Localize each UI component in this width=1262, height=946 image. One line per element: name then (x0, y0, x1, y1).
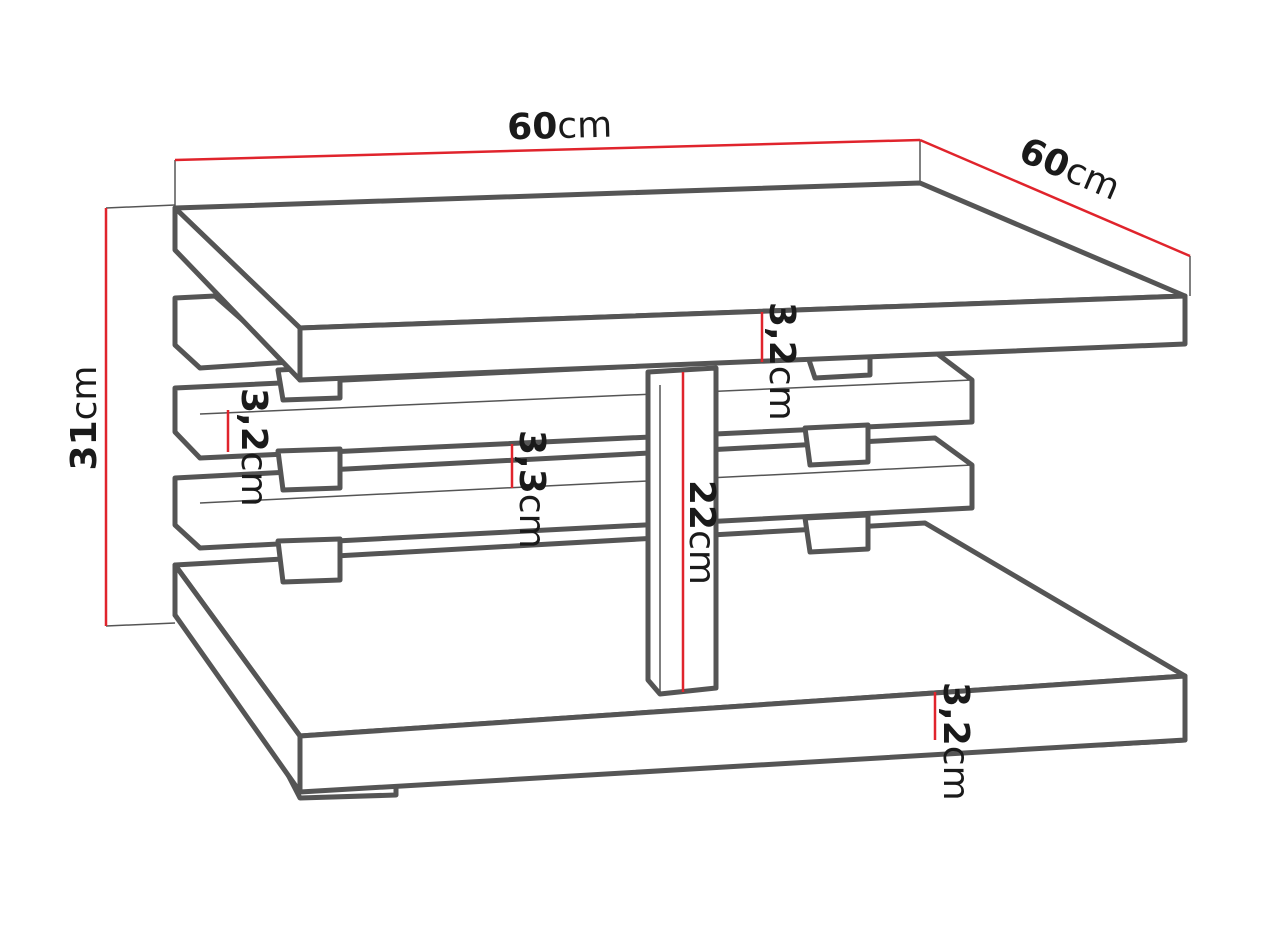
lower-shelf-face (172, 435, 975, 551)
middle-shelf (172, 349, 975, 493)
lower-shelf (172, 435, 975, 585)
label-top-width: 60cm (507, 105, 613, 149)
top-left-face (172, 205, 303, 383)
label-total-height: 31cm (64, 366, 105, 471)
support-middle-right (802, 422, 871, 468)
label-shelf-thickness: 3,2cm (233, 388, 274, 507)
ext-height-bottom (105, 622, 176, 627)
table-top (172, 180, 1188, 383)
label-top-thickness: 3,2cm (761, 302, 802, 421)
support-lower-left (275, 536, 343, 585)
lower-shelf-edge (199, 464, 973, 504)
support-lower-right (802, 512, 871, 555)
ext-height-top (105, 204, 176, 209)
support-middle-left (275, 446, 343, 493)
label-base-thickness: 3,2cm (935, 682, 976, 801)
middle-shelf-edge (199, 379, 973, 415)
dimension-lines (104, 138, 1191, 740)
dim-line-depth (919, 138, 1191, 258)
label-top-depth: 60cm (1013, 130, 1126, 209)
dimension-labels: 60cm 60cm 31cm 3,2cm 3,2cm 3,3cm 22cm 3,… (64, 105, 1126, 801)
upper-shelf-face (172, 293, 293, 371)
base-left-face (172, 562, 303, 795)
table-base (172, 520, 1188, 801)
dim-line-width (174, 138, 921, 162)
extension-lines (105, 140, 1191, 627)
label-shelf-gap: 3,3cm (511, 430, 552, 549)
label-column-height: 22cm (681, 480, 722, 585)
